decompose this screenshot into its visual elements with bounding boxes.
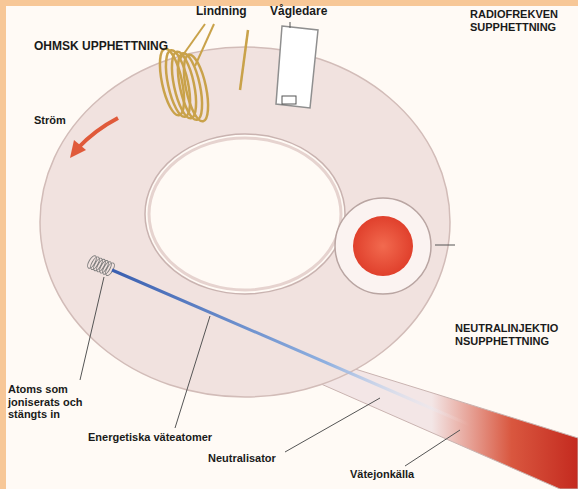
winding-lead bbox=[195, 24, 214, 66]
part-label: Energetiska väteatomer bbox=[88, 431, 212, 444]
part-label: Vätejonkälla bbox=[350, 468, 414, 481]
leader-line bbox=[290, 22, 291, 28]
cross-section bbox=[335, 198, 431, 294]
part-label: Neutralisator bbox=[208, 452, 276, 465]
torus-hole bbox=[145, 134, 345, 294]
part-label: Atoms som joniserats och stängts in bbox=[8, 383, 118, 421]
torus bbox=[40, 47, 450, 397]
part-label: RADIOFREKVEN SUPPHETTNING bbox=[470, 8, 570, 33]
energetic-atom-beam bbox=[112, 270, 470, 425]
leader-line bbox=[405, 430, 460, 466]
winding-coil bbox=[155, 47, 213, 124]
plasma bbox=[353, 216, 413, 276]
waveguide bbox=[276, 26, 318, 108]
injection-tube bbox=[312, 360, 578, 489]
leader-line bbox=[435, 245, 455, 246]
leader-line bbox=[175, 316, 210, 428]
torus-inner-rim bbox=[149, 138, 341, 290]
part-label: Lindning bbox=[196, 5, 247, 19]
winding-lead bbox=[240, 30, 248, 90]
part-label: Vågledare bbox=[270, 5, 327, 19]
part-label: OHMSK UPPHETTNING bbox=[34, 40, 168, 54]
part-label: Ström bbox=[34, 114, 66, 127]
current-arrow bbox=[78, 118, 118, 148]
panel bbox=[6, 6, 578, 489]
ion-spiral bbox=[86, 254, 116, 276]
leader-line bbox=[80, 277, 104, 380]
spiral-turn bbox=[104, 262, 116, 277]
part-label: NEUTRALINJEKTIO NSUPPHETTNING bbox=[455, 322, 570, 347]
winding-lead bbox=[178, 24, 205, 62]
leader-line bbox=[285, 398, 380, 452]
current-arrowhead bbox=[70, 140, 86, 158]
waveguide-mouth bbox=[282, 96, 296, 104]
